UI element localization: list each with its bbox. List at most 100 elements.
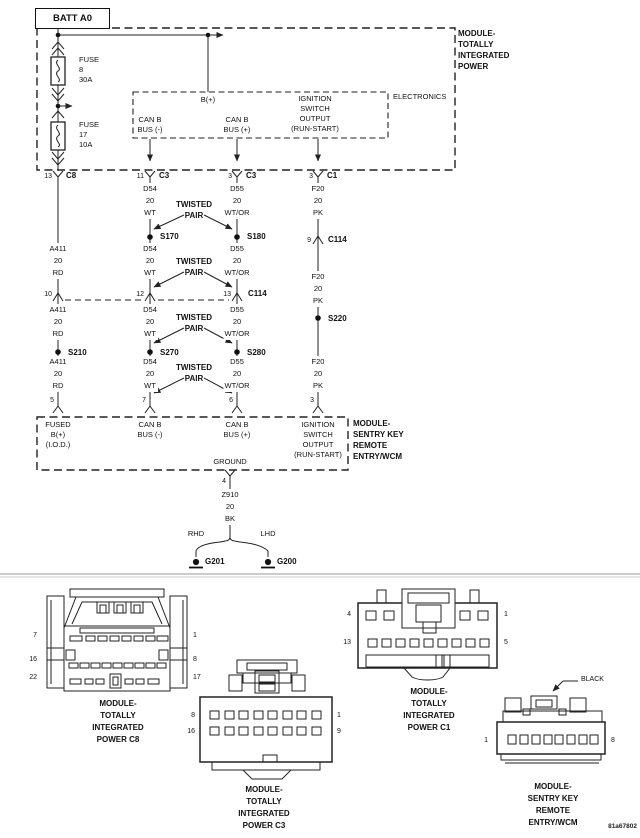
fuse-rating: 10A bbox=[79, 140, 93, 149]
fuse-8-label: FUSE 8 30A bbox=[78, 55, 100, 85]
pin-label-line: CAN B bbox=[225, 420, 249, 429]
tipm-c8-connector-drawing bbox=[46, 588, 188, 692]
ground-symbols bbox=[189, 558, 275, 569]
twisted-pair-line: TWISTED bbox=[176, 257, 212, 266]
twisted-pair-note: TWISTED PAIR bbox=[176, 362, 212, 384]
wire-color: WT bbox=[144, 329, 156, 338]
tipm-module-label-line: TOTALLY bbox=[458, 40, 494, 49]
skreem-module-label-line: SENTRY KEY bbox=[353, 430, 404, 439]
electronics-label: ELECTRONICS bbox=[393, 92, 447, 101]
pin-number: 11 bbox=[136, 173, 144, 180]
caption-line: ENTRY/WCM bbox=[528, 818, 578, 827]
pin-label-line: (RUN-START) bbox=[291, 124, 339, 133]
pin-label-line: CAN B bbox=[138, 115, 162, 124]
fuse-number: 17 bbox=[79, 130, 88, 139]
canb-plus-pin-label: CAN B BUS (+) bbox=[223, 420, 252, 440]
fuse-rating: 30A bbox=[79, 75, 93, 84]
caption-line: INTEGRATED bbox=[238, 809, 290, 818]
tipm-module-label: MODULE- TOTALLY INTEGRATED POWER bbox=[458, 28, 509, 72]
wire-gauge: 20 bbox=[53, 256, 63, 265]
wire-gauge: 20 bbox=[232, 256, 242, 265]
pin-number: 5 bbox=[504, 639, 508, 646]
wire-circuit: D54 bbox=[143, 357, 157, 366]
pin-number: 13 bbox=[343, 639, 351, 646]
pin-number: 13 bbox=[223, 291, 231, 298]
fused-bplus-pin-label: FUSED B(+) (I.O.D.) bbox=[44, 420, 71, 450]
pin-number: 7 bbox=[33, 632, 37, 639]
wire-circuit: F20 bbox=[311, 357, 325, 366]
pin-label-line: BUS (+) bbox=[223, 125, 251, 134]
splice-label-s220: S220 bbox=[328, 314, 347, 323]
wire-circuit: D54 bbox=[143, 184, 157, 193]
connector-caption-tipm-c8: MODULE- TOTALLY INTEGRATED POWER C8 bbox=[92, 698, 143, 746]
wire-color: WT/OR bbox=[224, 268, 250, 277]
pin-number: 12 bbox=[136, 291, 144, 298]
skreem-module-label-line: MODULE- bbox=[353, 419, 391, 428]
caption-line: MODULE- bbox=[99, 699, 137, 708]
ignition-output-pin-label: IGNITION SWITCH OUTPUT (RUN-START) bbox=[290, 94, 340, 134]
tipm-c1-connector-drawing bbox=[357, 588, 498, 681]
wire-color: PK bbox=[312, 381, 323, 390]
pin-label-line: BUS (-) bbox=[137, 430, 163, 439]
wire-color: WT bbox=[144, 208, 156, 217]
wire-label-a411: A411 20 RD bbox=[48, 356, 68, 392]
pin-label-line: BUS (+) bbox=[223, 430, 251, 439]
diagram-part-number: 81a67802 bbox=[608, 823, 637, 830]
canb-minus-pin-label: CAN B BUS (-) bbox=[137, 115, 164, 135]
connector-name-c8: C8 bbox=[66, 171, 77, 180]
wire-gauge: 20 bbox=[313, 369, 323, 378]
pin-label-line: B(+) bbox=[50, 430, 66, 439]
b-plus-label: B(+) bbox=[200, 95, 216, 104]
wire-gauge: 20 bbox=[232, 196, 242, 205]
pin-number: 3 bbox=[309, 173, 313, 180]
connector-caption-skreem-wcm: MODULE- SENTRY KEY REMOTE ENTRY/WCM bbox=[528, 781, 579, 829]
pin-number: 3 bbox=[228, 173, 232, 180]
twisted-pair-line: TWISTED bbox=[176, 200, 212, 209]
caption-line: INTEGRATED bbox=[403, 711, 455, 720]
connector-symbols-top bbox=[52, 170, 324, 183]
wire-circuit: D54 bbox=[143, 244, 157, 253]
wire-label-d55: D55 20 WT/OR bbox=[223, 356, 251, 392]
splice-label-s210: S210 bbox=[68, 348, 87, 357]
wire-gauge: 20 bbox=[225, 502, 235, 511]
battery-feed-label-box: BATT A0 bbox=[35, 8, 110, 29]
tipm-module-box bbox=[36, 27, 456, 171]
caption-line: INTEGRATED bbox=[92, 723, 144, 732]
caption-line: POWER C3 bbox=[242, 821, 286, 830]
wire-gauge: 20 bbox=[313, 284, 323, 293]
fuse-name: FUSE bbox=[79, 120, 100, 129]
wire-label-a411: A411 20 RD bbox=[48, 243, 68, 279]
wire-gauge: 20 bbox=[232, 369, 242, 378]
rhd-label: RHD bbox=[187, 529, 205, 538]
wire-color: RD bbox=[52, 329, 64, 338]
wire-color: WT/OR bbox=[224, 208, 250, 217]
pin-number: 17 bbox=[193, 674, 201, 681]
pin-number: 1 bbox=[504, 611, 508, 618]
connector-name-c3: C3 bbox=[246, 171, 257, 180]
fuse-number: 8 bbox=[79, 65, 84, 74]
pin-number: 16 bbox=[187, 728, 195, 735]
canb-plus-pin-label: CAN B BUS (+) bbox=[223, 115, 252, 135]
wire-circuit: A411 bbox=[49, 357, 67, 366]
twisted-pair-line: PAIR bbox=[184, 324, 204, 333]
pin-number: 13 bbox=[44, 173, 52, 180]
twisted-pair-note: TWISTED PAIR bbox=[176, 312, 212, 334]
wire-color: WT/OR bbox=[224, 329, 250, 338]
wire-gauge: 20 bbox=[145, 256, 155, 265]
wire-circuit: F20 bbox=[311, 184, 325, 193]
twisted-pair-line: PAIR bbox=[184, 268, 204, 277]
c114-inline-connector bbox=[52, 235, 324, 302]
caption-line: POWER C8 bbox=[96, 735, 140, 744]
wire-color: PK bbox=[312, 296, 323, 305]
wire-label-d55: D55 20 WT/OR bbox=[223, 183, 251, 219]
caption-line: SENTRY KEY bbox=[527, 794, 579, 803]
wire-label-f20: F20 20 PK bbox=[310, 356, 326, 392]
splice-label-s280: S280 bbox=[247, 348, 266, 357]
wire-color: PK bbox=[312, 208, 323, 217]
wire-color: RD bbox=[52, 381, 64, 390]
ignition-output-pin-label: IGNITION SWITCH OUTPUT (RUN-START) bbox=[293, 420, 343, 460]
wire-gauge: 20 bbox=[145, 196, 155, 205]
tipm-module-label-line: MODULE- bbox=[458, 29, 496, 38]
fuse-8-symbol bbox=[50, 56, 66, 86]
caption-line: POWER C1 bbox=[407, 723, 451, 732]
